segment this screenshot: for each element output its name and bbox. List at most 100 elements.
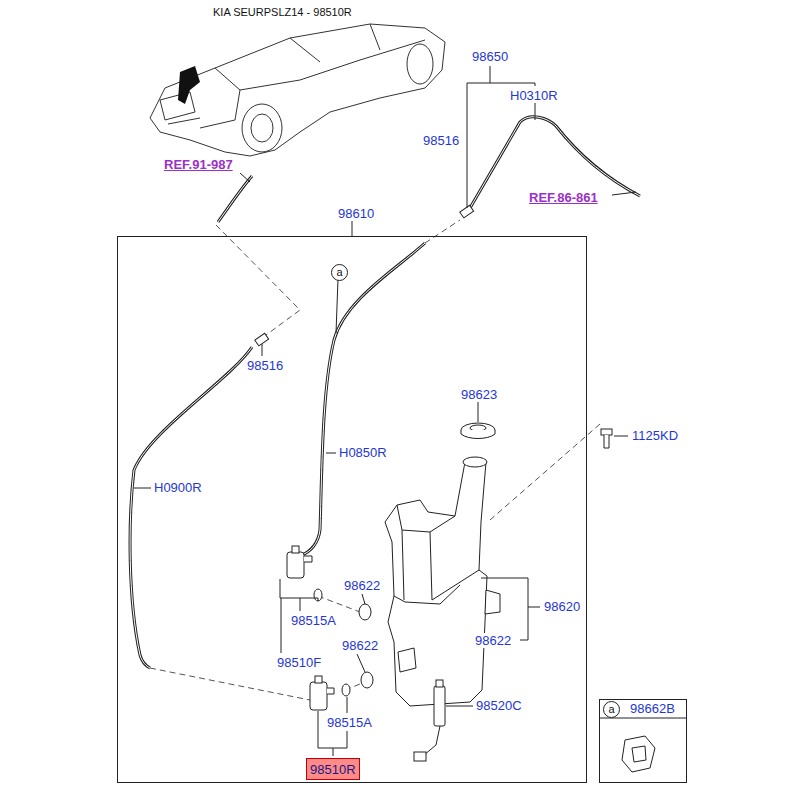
washer-tank <box>402 530 479 600</box>
reference-letter: a <box>332 265 347 279</box>
callout-number: H0310R <box>509 88 559 103</box>
leader-line <box>134 488 151 489</box>
inset-panel: 98662B a <box>599 699 687 783</box>
inset-part <box>632 746 646 762</box>
reference-circle: a <box>331 264 348 281</box>
diagram-title: KIA SEURPSLZ14 - 98510R <box>213 6 352 19</box>
leader-line <box>352 221 353 236</box>
leader-line <box>262 344 263 356</box>
reference-letter: a <box>604 702 619 716</box>
callout-number: 1125KD <box>631 428 679 443</box>
tank-cap <box>461 423 495 439</box>
car-sketch <box>200 90 240 128</box>
reference-link: REF.91-987 <box>163 157 234 172</box>
hose <box>130 347 252 668</box>
washer-tank <box>385 462 487 706</box>
callout-number: 98662B <box>630 701 675 716</box>
leader-line <box>326 453 336 454</box>
leader-line <box>481 578 540 640</box>
car-sketch <box>150 24 445 156</box>
washer-pump <box>287 546 334 710</box>
washer-tank <box>385 457 500 706</box>
washer-pump <box>287 552 304 578</box>
washer-tank <box>397 505 455 532</box>
level-sensor <box>414 680 445 761</box>
level-sensor <box>436 680 443 687</box>
dashed-route <box>490 424 600 520</box>
car-sketch <box>150 24 445 156</box>
car-sketch <box>242 104 282 152</box>
bolt <box>604 435 609 448</box>
highlighted-part-box: 98510R <box>306 758 360 780</box>
washer-tank <box>394 585 460 604</box>
grommet <box>359 604 371 620</box>
callout-number: 98510R <box>310 762 356 777</box>
washer-tank <box>463 457 487 467</box>
connector-joint <box>255 205 474 346</box>
washer-tank <box>485 590 500 614</box>
tank-cap <box>461 430 495 439</box>
washer-pump <box>315 676 322 683</box>
level-sensor <box>424 726 440 755</box>
leader-line <box>446 706 473 707</box>
inset-part <box>622 736 655 772</box>
hose <box>130 117 640 668</box>
washer-pump <box>327 688 334 694</box>
leader-line <box>357 654 365 672</box>
highlighted-part <box>178 66 200 104</box>
dashed-route <box>318 596 360 612</box>
car-sketch <box>290 24 380 62</box>
reference-circle: a <box>603 701 620 718</box>
callout-number: 98520C <box>475 698 523 713</box>
hose-inner <box>218 176 252 222</box>
leader-line <box>240 173 250 182</box>
callout-number: 98510F <box>276 655 322 670</box>
car-sketch <box>215 40 425 90</box>
hose <box>218 176 252 222</box>
bolt <box>601 429 612 435</box>
washer-pump <box>304 556 312 562</box>
dashed-route <box>150 668 310 700</box>
callout-number: 98622 <box>343 578 381 593</box>
dashed-route <box>150 220 600 700</box>
leader-line <box>612 192 636 195</box>
reference-link: REF.86-861 <box>528 190 599 205</box>
level-sensor <box>434 686 445 726</box>
dashed-route <box>425 220 460 243</box>
callout-number: 98515A <box>290 613 337 628</box>
car-sketch <box>407 44 433 84</box>
leader-line <box>134 66 636 756</box>
hose-inner <box>470 117 640 208</box>
washer-pump <box>292 546 299 553</box>
callout-number: 98622 <box>474 633 512 648</box>
car-sketch <box>160 92 195 120</box>
hose-inner <box>130 117 640 668</box>
callout-number: 98650 <box>471 49 509 64</box>
grommet <box>342 684 350 696</box>
level-sensor <box>414 752 426 761</box>
car-sketch <box>251 114 273 142</box>
hose-inner <box>130 347 252 668</box>
callout-number: 98620 <box>543 599 581 614</box>
inset-part <box>599 718 687 772</box>
callout-number: 98515A <box>326 715 373 730</box>
callout-number: 98623 <box>460 387 498 402</box>
washer-tank <box>398 648 416 672</box>
hose <box>470 117 640 208</box>
bolt <box>601 429 612 448</box>
washer-pump <box>310 682 327 710</box>
callout-number: 98516 <box>422 133 460 148</box>
leader-line <box>478 402 479 422</box>
callout-number: H0900R <box>153 480 203 495</box>
callout-number: 98516 <box>246 358 284 373</box>
callout-number: H0850R <box>338 445 388 460</box>
callout-number: 98622 <box>341 638 379 653</box>
dashed-route <box>216 225 300 338</box>
car-sketch <box>168 118 200 124</box>
leader-line <box>362 594 365 604</box>
callout-number: 98610 <box>338 206 374 221</box>
leader-line <box>336 279 338 333</box>
leader-line <box>614 436 628 437</box>
grommet <box>361 672 373 688</box>
